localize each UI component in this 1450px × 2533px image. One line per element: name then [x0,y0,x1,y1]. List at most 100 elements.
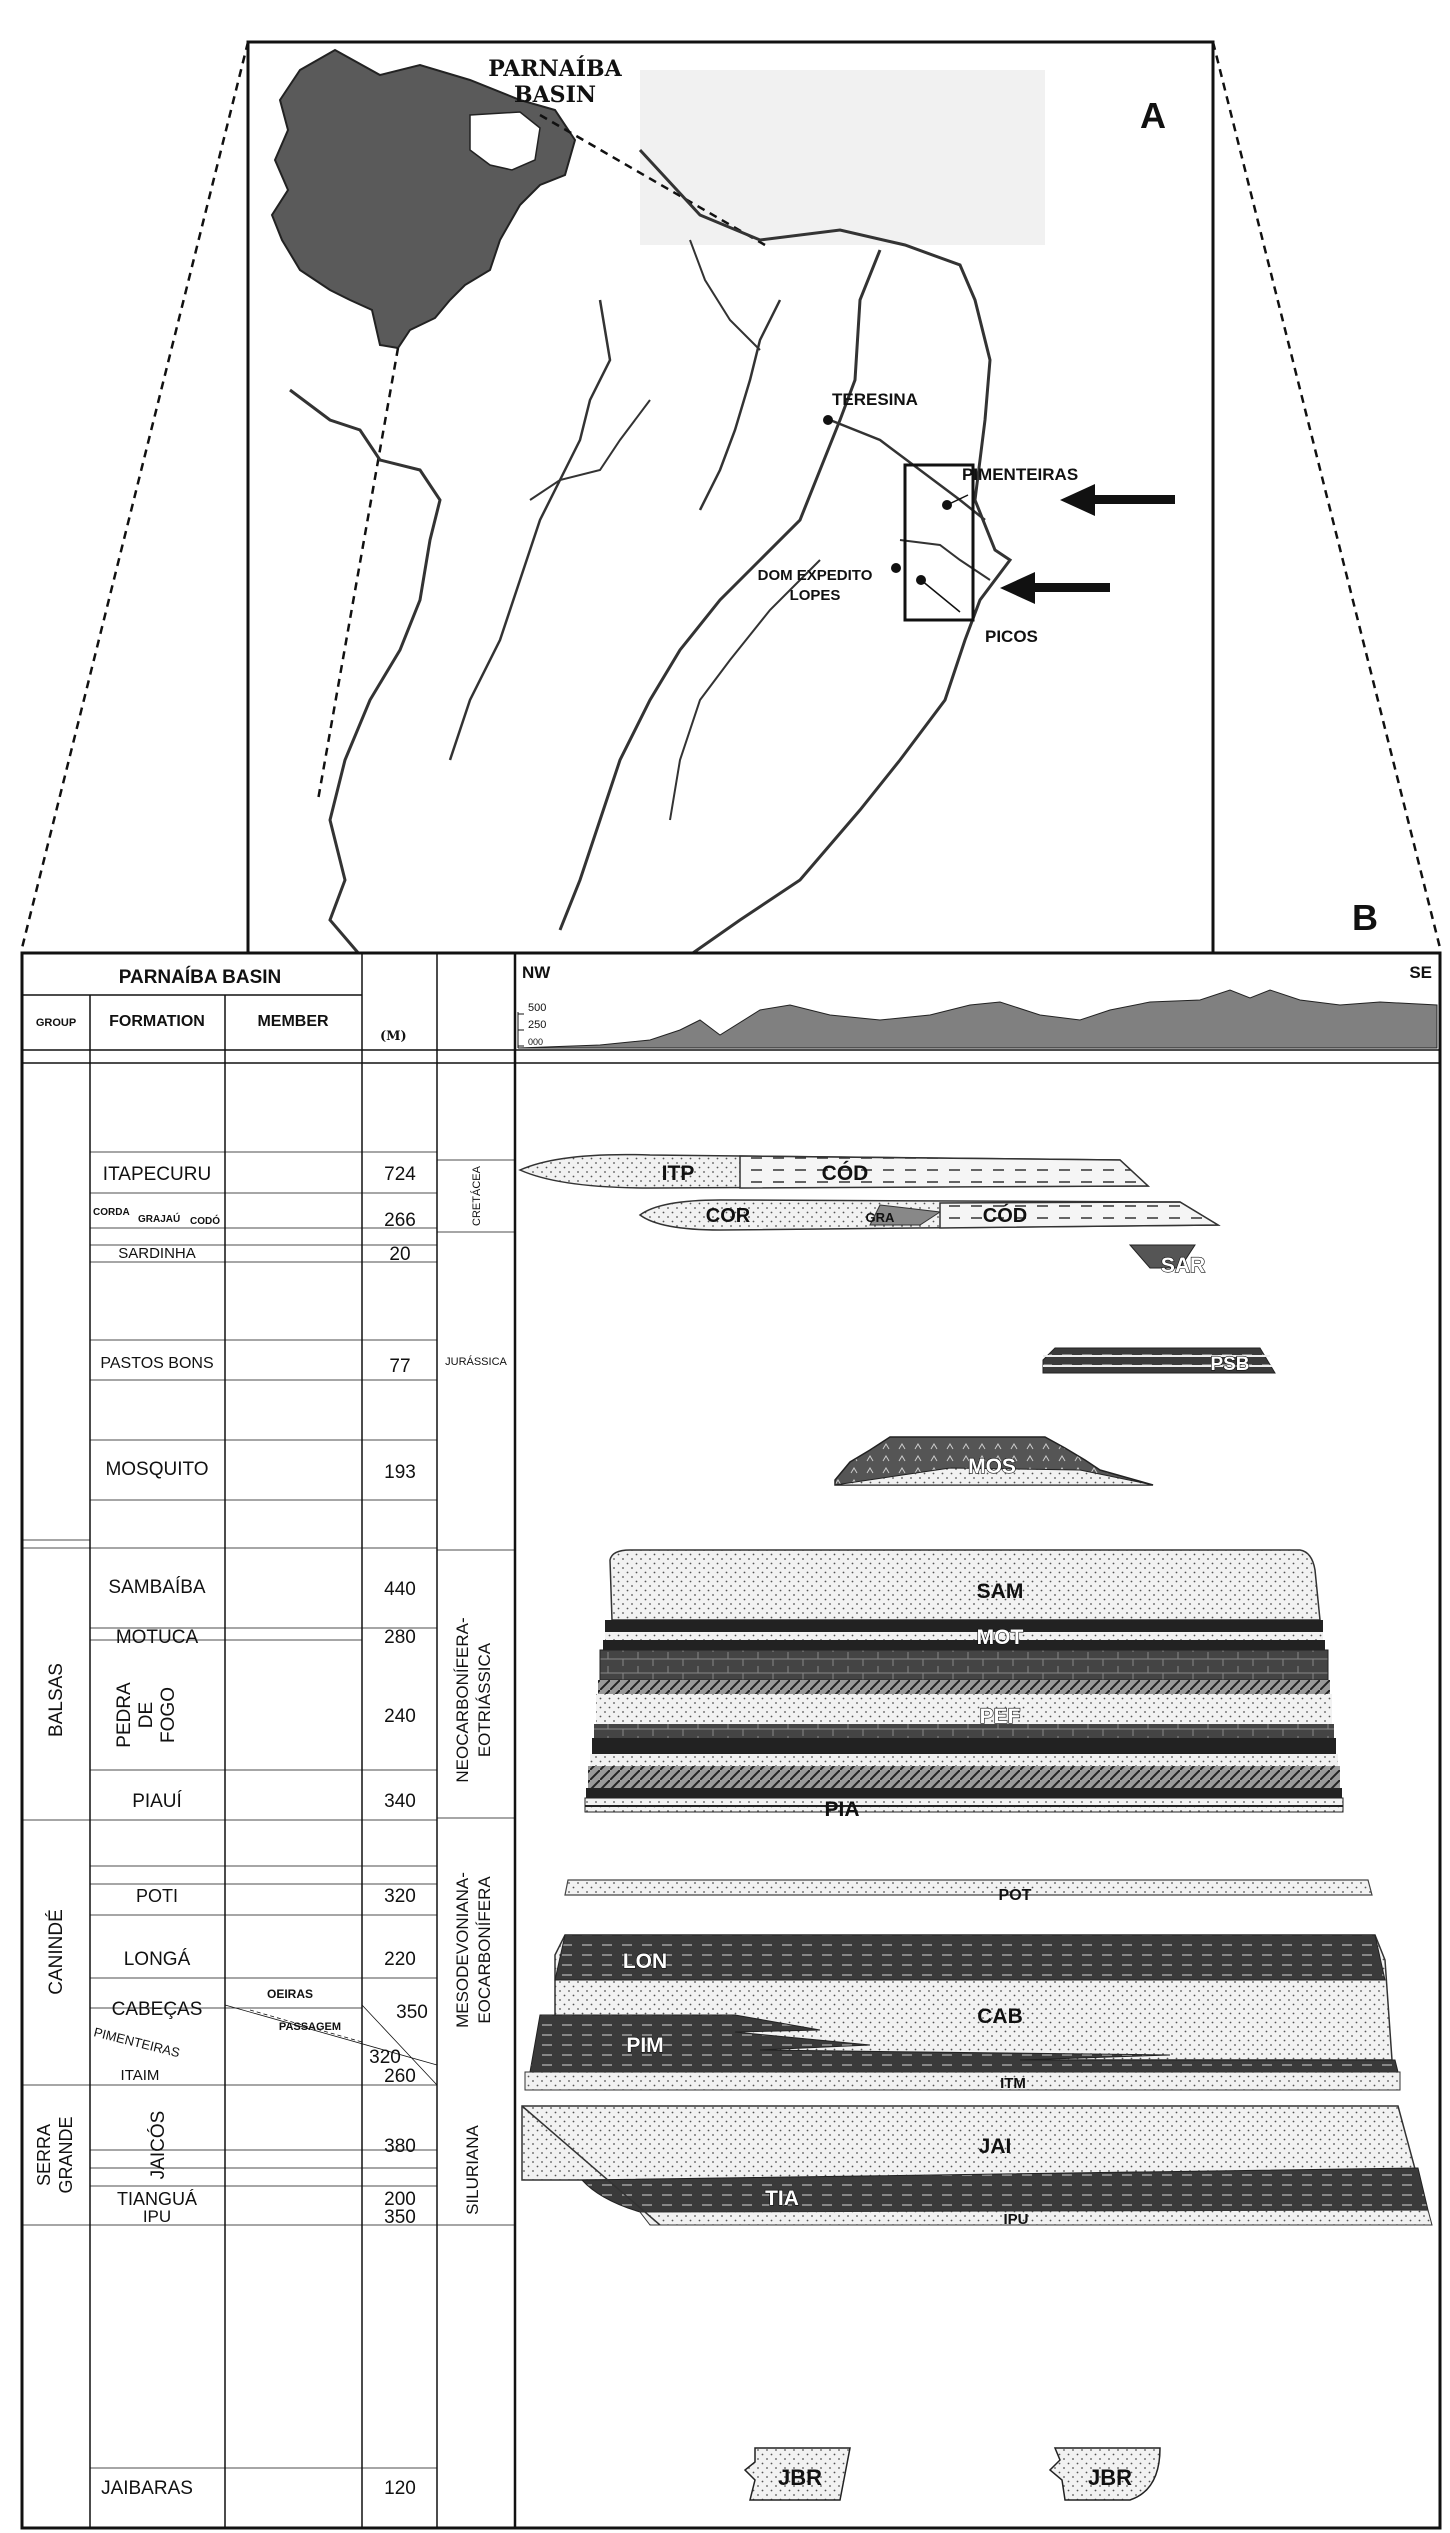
basin-outline-east [638,148,1013,957]
group-serra-grande-1: SERRA [34,2124,54,2186]
formation-sambaiba: SAMBAÍBA [108,1577,205,1598]
thickness-tiangua: 200 [384,2189,416,2210]
body-jbr-2 [1048,2447,1161,2501]
body-mos-base [834,1467,1154,1486]
formation-pedra-1: PEDRA [114,1682,135,1748]
thickness-pastos-bons: 77 [389,1356,410,1377]
panel-label-b: B [1352,897,1378,938]
city-label-dom-expedito-2: LOPES [790,587,841,604]
thickness-itaim: 260 [384,2066,416,2087]
unit-cod: CÓD [822,1161,869,1185]
formation-itaim: ITAIM [121,2067,160,2084]
body-mot-dark-2 [603,1640,1325,1650]
basin-outline-west [289,388,442,956]
group-balsas: BALSAS [46,1663,67,1737]
profile-tick-500: 500 [528,1002,546,1014]
study-area-box [903,463,975,622]
inset-link-line-1 [539,113,766,247]
thickness-mosquito: 193 [384,1462,416,1483]
river-tributary-5 [899,539,991,581]
body-sam [609,1549,1321,1621]
basin-inset-highlight [469,111,541,171]
unit-sar: SAR [1161,1254,1205,1277]
period-neocarb-1: NEOCARBONÍFERA- [453,1617,472,1782]
period-cretacea: CRETÁCEA [470,1165,483,1226]
group-caninde: CANINDÉ [46,1909,67,1995]
thickness-jaicos: 380 [384,2136,416,2157]
body-cod [739,1155,1150,1189]
thickness-poti: 320 [384,1886,416,1907]
body-pia-dark [586,1788,1342,1798]
formation-longa: LONGÁ [124,1949,191,1970]
unit-ipu: IPU [1003,2211,1028,2228]
period-mesodev-2: EOCARBONÍFERA [475,1876,494,2024]
formation-pedra-3: FOGO [158,1687,179,1743]
header-thickness: (M) [380,1029,407,1044]
formation-sardinha: SARDINHA [118,1245,196,1262]
body-pef-light [596,1694,1332,1724]
formation-pastos-bons: PASTOS BONS [100,1355,213,1372]
body-pef-brick-2 [594,1724,1334,1738]
thickness-sardinha: 20 [389,1244,410,1265]
body-mot-dark-1 [605,1620,1323,1632]
unit-psb: PSB [1210,1354,1249,1375]
profile-se: SE [1409,963,1432,982]
thickness-corda: 266 [384,1210,416,1231]
unit-lon: LON [623,1950,667,1973]
thickness-piaui: 340 [384,1791,416,1812]
period-siluriana: SILURIANA [463,2124,482,2214]
formation-piaui: PIAUÍ [132,1791,182,1812]
unit-jbr-2: JBR [1088,2465,1132,2490]
member-passagem: PASSAGEM [279,2021,341,2033]
profile-tick-000: 000 [528,1037,543,1047]
unit-mot: MOT [977,1626,1024,1649]
panel-label-a: A [1140,95,1166,136]
basin-title-line2: BASIN [514,82,596,108]
group-serra-grande-2: GRANDE [56,2116,76,2193]
period-mesodev-1: MESODEVONIANA- [453,1872,472,2028]
map-panel: A PARNAÍBA BASIN TERESINA PIMENTEIRAS DO… [20,40,1442,959]
body-pef-hatch-2 [588,1766,1340,1788]
thickness-pedra: 240 [384,1706,416,1727]
table-title: PARNAÍBA BASIN [119,966,282,988]
formation-corda: CORDA [93,1207,130,1218]
table-grid [22,953,1440,2528]
river-poti [829,418,986,521]
header-member: MEMBER [257,1013,329,1030]
body-jbr-1 [743,2447,851,2501]
formation-itapecuru: ITAPECURU [103,1164,211,1185]
profile-nw: NW [522,963,551,982]
unit-jai: JAI [979,2135,1012,2158]
formation-jaicos: JAICÓS [147,2111,169,2180]
basin-title-line1: PARNAÍBA [488,55,622,82]
city-label-picos: PICOS [985,627,1038,646]
thickness-cabecas: 350 [396,2002,428,2023]
leader-pimenteiras [946,494,969,506]
formation-jaibaras: JAIBARAS [101,2478,193,2499]
unit-itm: ITM [1000,2075,1026,2092]
river-tributary-3 [689,239,761,351]
formation-grajau: GRAJAÚ [138,1212,180,1225]
body-pot [564,1879,1373,1896]
body-sar [1128,1244,1196,1269]
body-lon [554,1934,1386,1981]
period-neocarb-2: EOTRIÁSSICA [475,1642,494,1757]
body-pef-brick [599,1649,1329,1681]
period-jurassica: JURÁSSICA [445,1355,507,1368]
thickness-ipu: 350 [384,2207,416,2228]
formation-poti: POTI [136,1886,178,1906]
unit-cab: CAB [977,2005,1023,2028]
thickness-jaibaras: 120 [384,2478,416,2499]
body-pef-dark [592,1738,1336,1754]
inset-link-line-2 [316,347,400,801]
formation-cabecas: CABEÇAS [112,1999,203,2020]
formation-tiangua: TIANGUÁ [117,2189,197,2209]
river-tributary-1 [698,299,782,511]
arrow-pimenteiras [1060,484,1175,516]
river-tributary-4 [529,399,651,501]
profile-tick-250: 250 [528,1019,546,1031]
unit-pia: PIA [824,1798,859,1821]
header-formation: FORMATION [109,1013,205,1030]
unit-itp: ITP [662,1162,695,1185]
